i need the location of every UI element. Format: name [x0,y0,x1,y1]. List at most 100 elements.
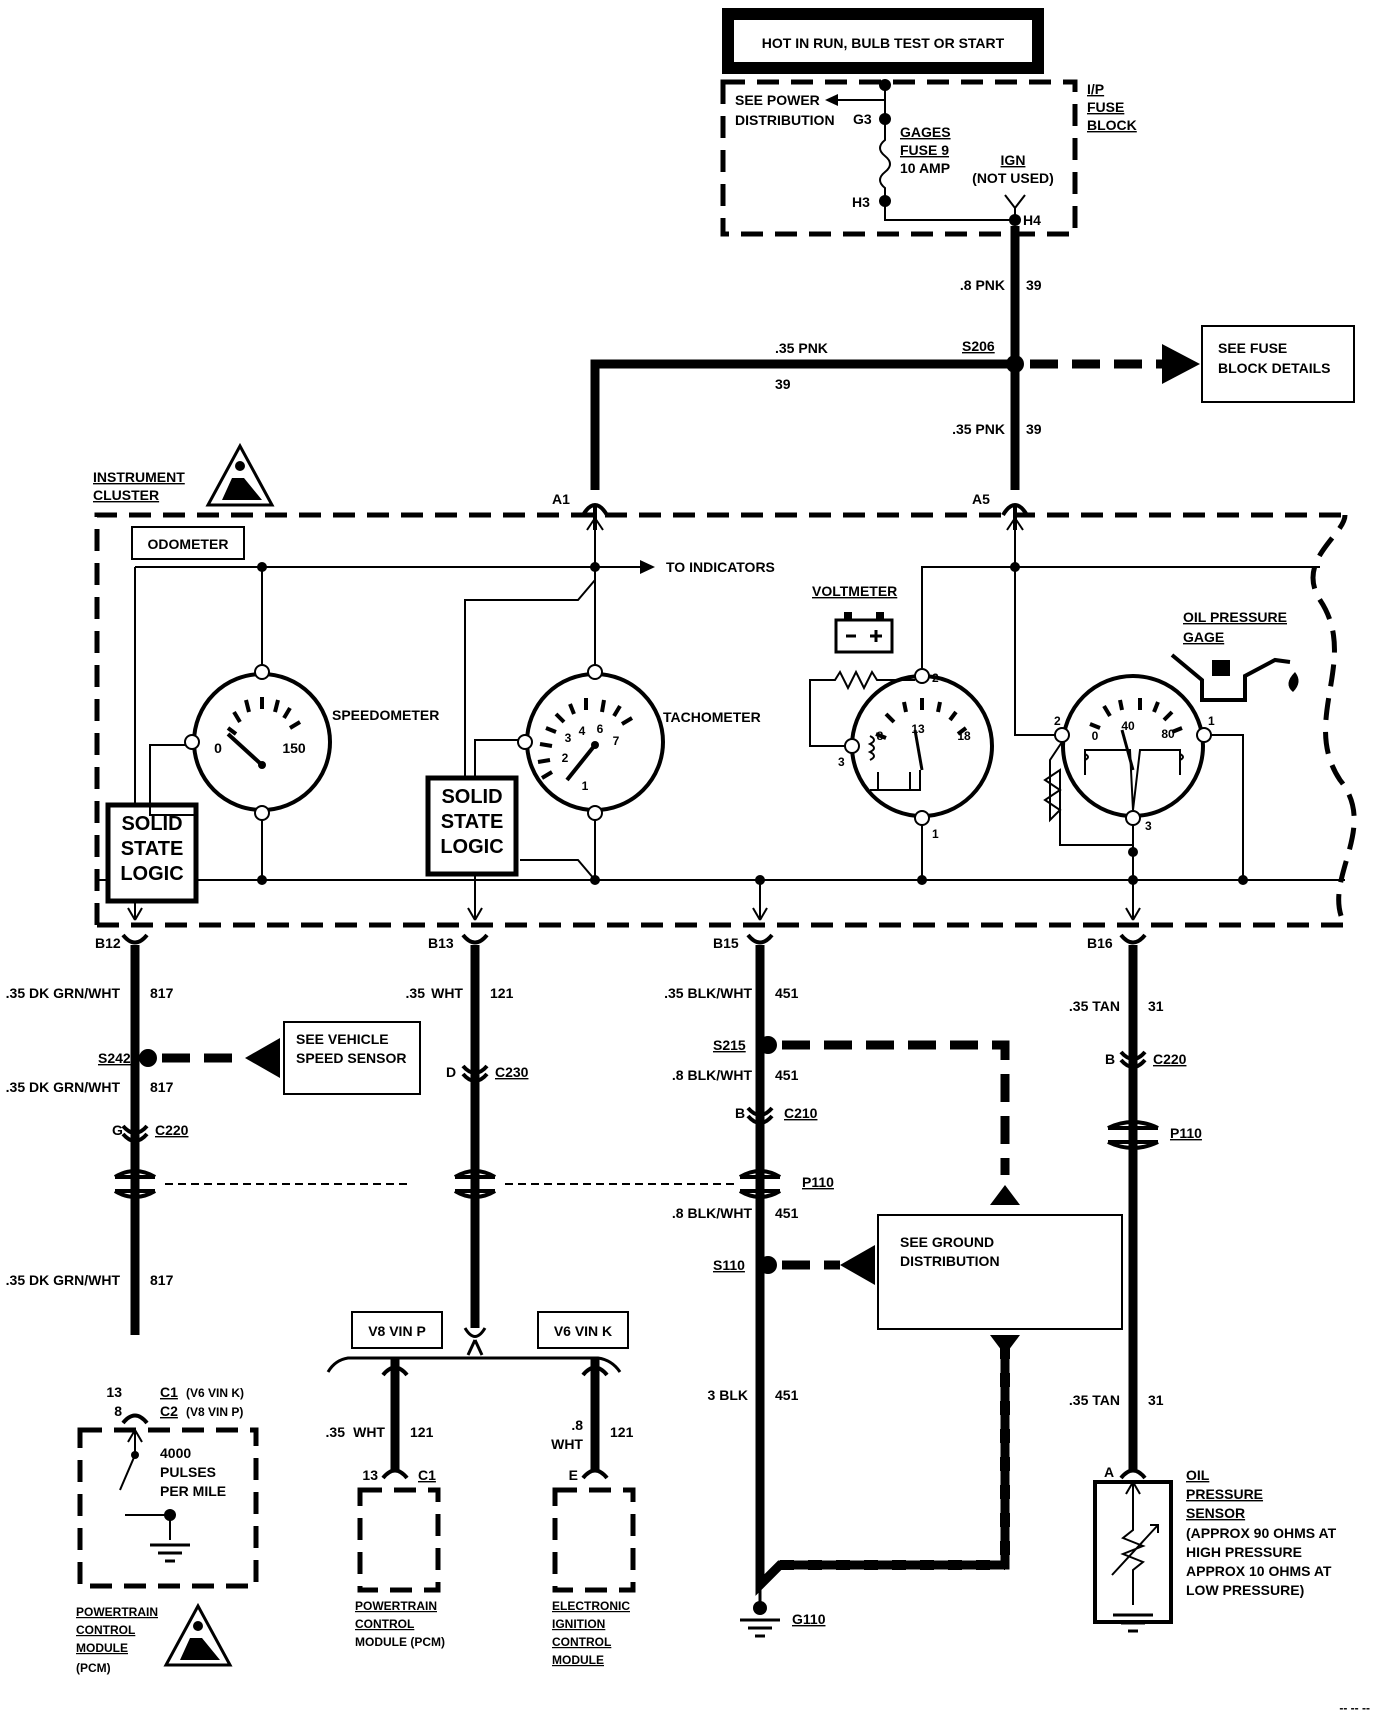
tachometer-label: TACHOMETER [663,709,761,725]
voltmeter-label: VOLTMETER [812,583,897,599]
see-vss-box [283,1021,421,1095]
col2-color1: WHT [431,985,463,1001]
b13-connector [461,933,489,945]
col2-right-color: WHT [551,1436,583,1452]
b13-label: B13 [428,935,454,951]
col2-right-circuit: 121 [610,1424,634,1440]
b15-label: B15 [713,935,739,951]
b15-arrow-icon [752,880,768,921]
cluster-title-line1: INSTRUMENT [93,469,185,485]
battery-icon [834,612,894,654]
ssl1-to-speedo-wire [149,744,196,816]
to-indicators-arrow-icon [640,560,655,574]
col3-gauge2: .8 BLK/WHT [672,1067,753,1083]
vss-arrow-icon [245,1038,280,1078]
volt-pin-1: 1 [932,827,939,841]
gages-fuse-label: GAGES FUSE 9 10 AMP [900,124,951,176]
oil-can-icon [1170,653,1299,702]
pcm2-line1: POWERTRAIN [355,1599,437,1613]
ign-not-used-label: IGN (NOT USED) [972,152,1054,186]
pulses-line2: PULSES [160,1464,216,1480]
col1-conn-label: C220 [155,1122,189,1138]
esd-warning-icon-2 [163,1602,233,1667]
w1-gauge: .8 PNK [960,277,1005,293]
oil-gage-pin1-wire [1211,734,1244,880]
oil-sensor-line2: PRESSURE [1186,1486,1263,1502]
col2-split-bar [326,1356,622,1373]
b15-connector [746,933,774,945]
p110-grommet-col2 [453,1169,497,1199]
col4-circuit1: 31 [1148,998,1164,1014]
col1-circuit3: 817 [150,1272,174,1288]
svg-text:10 AMP: 10 AMP [900,160,950,176]
eic-box [552,1487,636,1593]
voltmeter-resistor [809,669,915,747]
switch-contact-dot [164,1509,176,1521]
oil-note-line1: (APPROX 90 OHMS AT [1186,1525,1337,1541]
b12-label: B12 [95,935,121,951]
c230-connector [461,1064,489,1083]
v6-label: V6 VIN K [554,1323,612,1339]
oil-num-80: 80 [1161,727,1175,741]
pcm-connector-col1 [121,1413,149,1425]
svg-text:BLOCK: BLOCK [1087,117,1137,133]
s242-label: S242 [98,1050,131,1066]
bus-node-2 [590,562,600,572]
solid-state-logic-box-1 [105,802,199,904]
col1-conn-pin: G [112,1122,123,1138]
col3-gauge4: 3 BLK [708,1387,748,1403]
col2-left-gauge: .35 [326,1424,346,1440]
s110-splice-dot [759,1256,777,1274]
col3-p110: P110 [802,1174,834,1190]
svg-text:SEE POWER: SEE POWER [735,92,820,108]
volt-num-13: 13 [911,722,925,736]
col2-gauge1: .35 [406,985,426,1001]
g3-label: G3 [853,111,872,127]
col2-right-top-connector [581,1365,609,1377]
odometer-box [131,526,245,560]
col4-pin: A [1104,1464,1114,1480]
speedo-max: 150 [282,740,306,756]
svg-text:FUSE: FUSE [1087,99,1124,115]
col1-c2-note: (V8 VIN P) [186,1405,243,1419]
pcm-box-col1 [77,1427,259,1589]
col3-circuit3: 451 [775,1205,799,1221]
oil-num-40: 40 [1121,719,1135,733]
col2-split-arrow [463,1327,487,1356]
pnk-branch-wire [590,359,1011,490]
switch-pivot-dot [131,1451,139,1459]
see-fuse-block-details-box [1201,325,1355,403]
pcm-switch-wire [119,1429,171,1540]
oil-gage-label-line1: OIL PRESSURE [1183,609,1287,625]
b16-arrow-icon [1125,907,1141,921]
c220-connector-col4 [1119,1050,1147,1069]
col1-gauge3: .35 DK GRN/WHT [6,1272,121,1288]
s215-splice-dot [759,1036,777,1054]
w2-circuit: 39 [775,376,791,392]
power-arrow-icon [825,94,838,106]
v6-vin-box [537,1311,629,1349]
w3-gauge: .35 PNK [952,421,1005,437]
tach-num-2: 2 [562,751,569,765]
col2-left-conn: C1 [418,1467,436,1483]
speedometer-label: SPEEDOMETER [332,707,439,723]
w2-gauge: .35 PNK [775,340,828,356]
ground-icon-col1 [150,1543,190,1563]
header-condition: HOT IN RUN, BULB TEST OR START [762,35,1005,51]
oil-gage-resistor [1043,741,1133,846]
a1-label: A1 [552,491,570,507]
volt-pin-2: 2 [932,671,939,685]
pulses-line3: PER MILE [160,1483,226,1499]
a5-arrow-icon [1006,516,1024,531]
s110-label: S110 [713,1257,745,1273]
col2-conn-label: C230 [495,1064,529,1080]
s215-arrow-icon [990,1185,1020,1205]
pcm1-line4: (PCM) [76,1661,111,1675]
solid-state-logic-box-2 [425,775,519,877]
b13-arrow-icon [467,874,483,921]
oil-sensor-connector [1119,1468,1147,1480]
tach-logic-ground-wire [520,859,596,881]
col1-c1-note: (V6 VIN K) [186,1386,244,1400]
gnd-node-1 [257,875,267,885]
